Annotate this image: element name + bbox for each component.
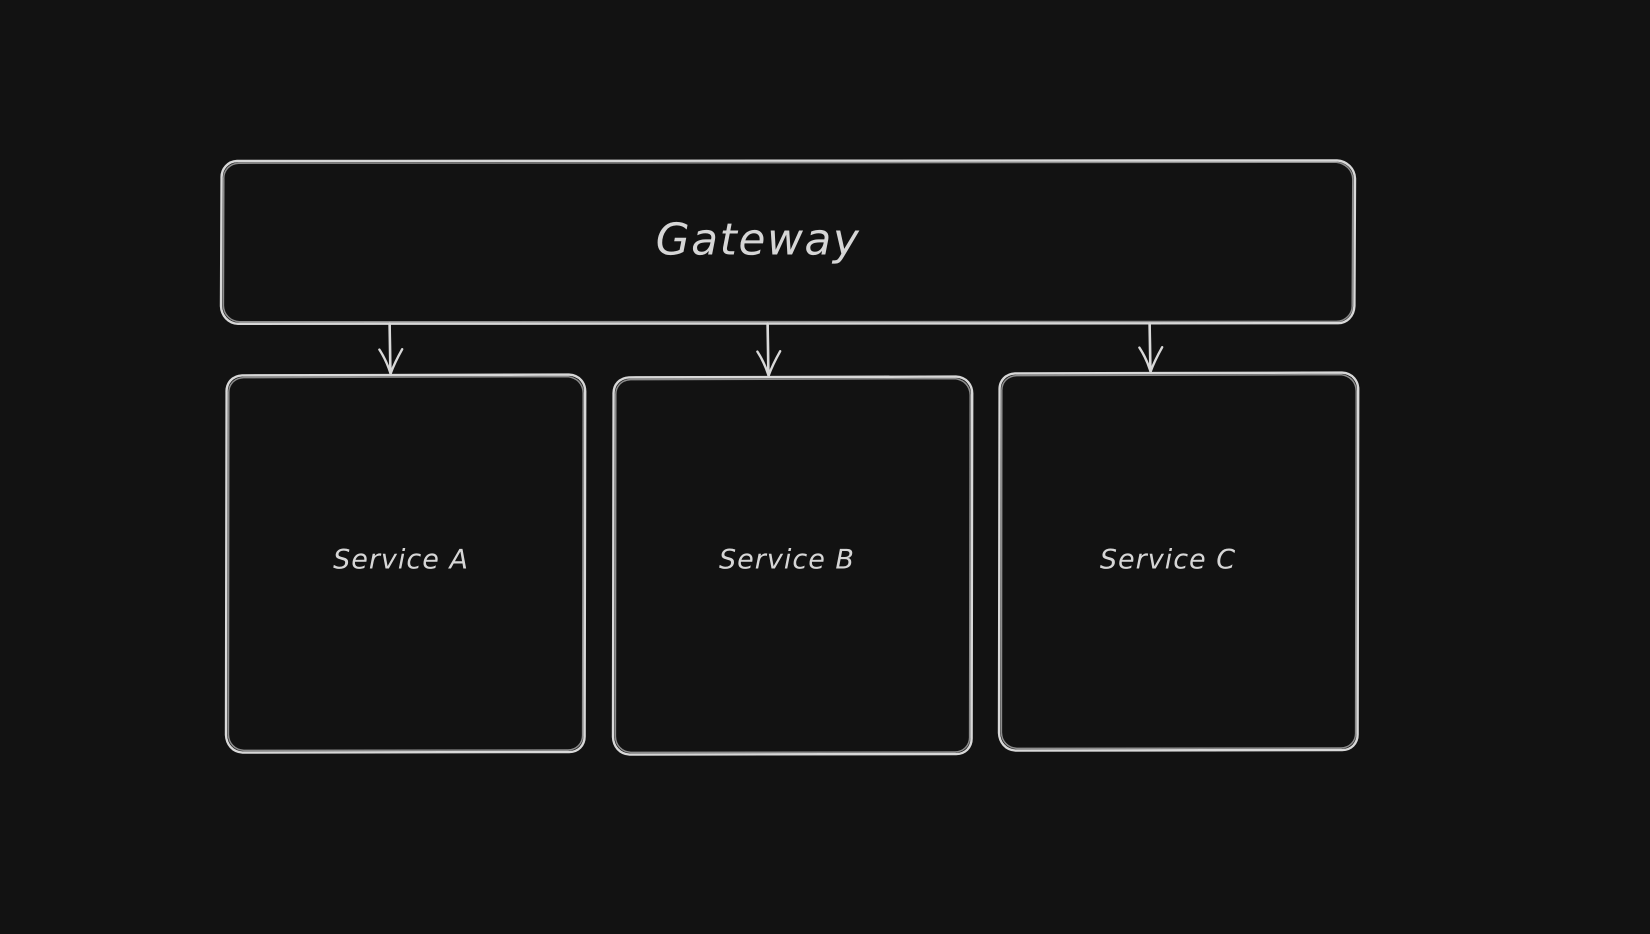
edge-gateway-service-b[interactable] <box>756 322 782 377</box>
edge-gateway-service-c[interactable] <box>1138 322 1164 373</box>
node-service-a-shape[interactable] <box>224 373 587 754</box>
node-service-b-shape[interactable] <box>611 375 974 756</box>
node-gateway-shape[interactable] <box>219 159 1357 325</box>
node-service-c-shape[interactable] <box>997 371 1360 752</box>
edge-gateway-service-a[interactable] <box>378 322 404 375</box>
